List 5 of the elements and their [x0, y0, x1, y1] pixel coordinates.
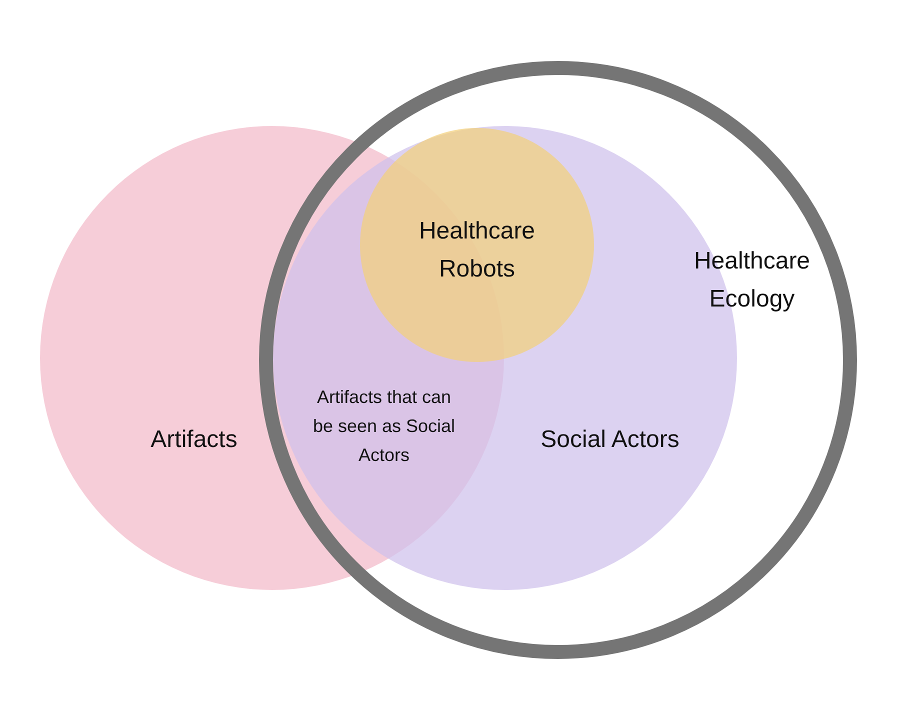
overlap-label: Artifacts that can be seen as Social Actors [312, 386, 456, 466]
circle-label: Healthcare Robots [418, 216, 536, 285]
circle-label: Healthcare Ecology [692, 246, 812, 315]
circle-label: Social Actors [540, 424, 680, 455]
circle-label: Artifacts [150, 424, 238, 455]
